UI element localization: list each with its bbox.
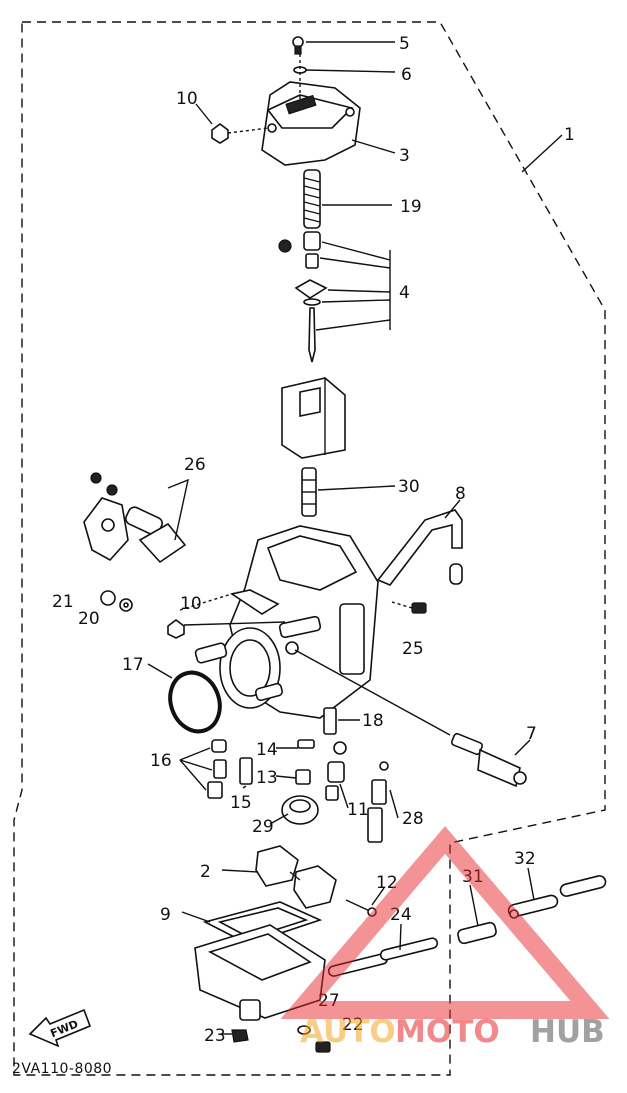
callout-29: 29 bbox=[252, 817, 274, 837]
callout-3: 3 bbox=[399, 146, 410, 166]
fwd-arrow-icon: FWD bbox=[28, 1008, 92, 1048]
drawing-code: 2VA110-8080 bbox=[12, 1061, 112, 1077]
callout-30: 30 bbox=[398, 477, 420, 497]
callout-15: 15 bbox=[230, 793, 252, 813]
callout-13: 13 bbox=[256, 768, 278, 788]
jets-group bbox=[207, 707, 389, 843]
callout-10-mid: 10 bbox=[180, 594, 202, 614]
callout-8: 8 bbox=[455, 484, 466, 504]
callout-25: 25 bbox=[402, 639, 424, 659]
jet-needle-set bbox=[278, 231, 328, 363]
vent-hose bbox=[376, 509, 463, 586]
callout-28: 28 bbox=[402, 809, 424, 829]
callout-1: 1 bbox=[564, 125, 575, 145]
callout-6: 6 bbox=[401, 65, 412, 85]
throttle-slide bbox=[281, 377, 346, 459]
callout-16: 16 bbox=[150, 751, 172, 771]
callout-11: 11 bbox=[347, 800, 369, 820]
callout-4: 4 bbox=[399, 283, 410, 303]
callout-18: 18 bbox=[362, 711, 384, 731]
o-ring bbox=[168, 670, 222, 734]
callout-10-top: 10 bbox=[176, 89, 198, 109]
callout-2: 2 bbox=[200, 862, 211, 882]
watermark-text: AUTO MOTO HUB bbox=[300, 1014, 605, 1050]
callout-26: 26 bbox=[184, 455, 206, 475]
float-bowl bbox=[194, 901, 331, 1053]
watermark-auto: AUTO bbox=[300, 1014, 396, 1050]
callout-32: 32 bbox=[514, 849, 536, 869]
throttle-spring bbox=[303, 169, 321, 229]
callout-9: 9 bbox=[160, 905, 171, 925]
assembly-boundary bbox=[13, 21, 606, 1076]
top-cover bbox=[211, 36, 361, 166]
callout-7: 7 bbox=[526, 724, 537, 744]
callout-5: 5 bbox=[399, 34, 410, 54]
tps-sensor bbox=[450, 732, 527, 788]
callout-23: 23 bbox=[204, 1026, 226, 1046]
callout-17: 17 bbox=[122, 655, 144, 675]
watermark-hub: HUB bbox=[530, 1014, 605, 1050]
float bbox=[255, 845, 337, 909]
needle-jet bbox=[301, 467, 317, 517]
carburetor-body bbox=[194, 525, 379, 719]
starter-plunger bbox=[83, 472, 189, 564]
callout-14: 14 bbox=[256, 740, 278, 760]
callout-22: 22 bbox=[342, 1015, 364, 1035]
callout-21: 21 bbox=[52, 592, 74, 612]
callout-20: 20 bbox=[78, 609, 100, 629]
leader-1 bbox=[521, 134, 563, 173]
watermark-moto: MOTO bbox=[395, 1014, 500, 1050]
watermark-logo bbox=[280, 826, 610, 1019]
callout-19: 19 bbox=[400, 197, 422, 217]
